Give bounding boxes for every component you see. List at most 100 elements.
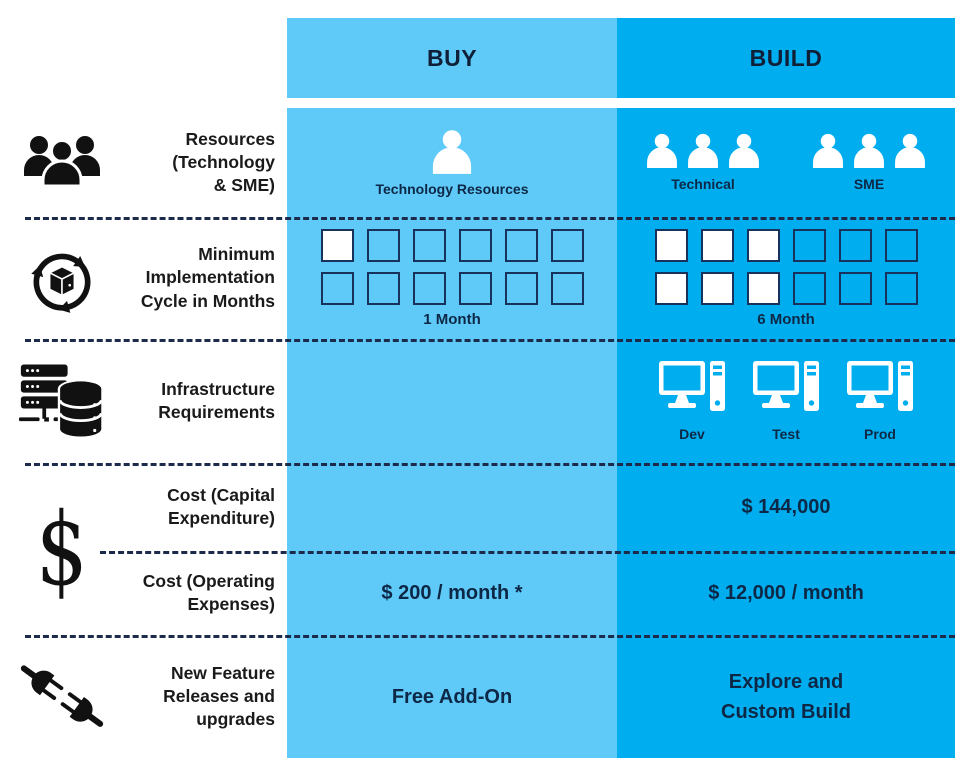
person-group: SME — [809, 133, 929, 192]
environment-computer: Prod — [847, 360, 913, 442]
environment-label: Prod — [864, 425, 896, 442]
row-implementation: Minimum Implementation Cycle in Months 1… — [0, 217, 980, 339]
month-square-filled — [654, 228, 688, 262]
build-header-background — [617, 18, 955, 98]
month-squares-grid — [654, 228, 918, 305]
label-line: Infrastructure — [161, 378, 275, 399]
label-line: Resources — [185, 128, 276, 149]
buy-infrastructure-cell — [287, 339, 617, 463]
computer-icon — [753, 360, 819, 411]
buy-months-caption: 1 Month — [423, 310, 481, 328]
row-resources: Resources (Technology & SME) Technology … — [0, 108, 980, 217]
label-line: Expenses) — [187, 594, 275, 614]
buy-implementation-cell: 1 Month — [287, 217, 617, 339]
month-square-empty — [412, 228, 446, 262]
label-line: Cost (Capital — [167, 484, 275, 505]
people-group-icon — [8, 108, 116, 217]
label-line: Requirements — [158, 402, 275, 422]
month-square-empty — [458, 228, 492, 262]
row-label-implementation: Minimum Implementation Cycle in Months — [112, 217, 275, 339]
build-capex-cell: $ 144,000 — [617, 463, 955, 551]
dollar-glyph: $ — [35, 491, 89, 608]
build-features-cell: Explore and Custom Build — [617, 635, 955, 758]
month-square-filled — [700, 271, 734, 305]
month-square-empty — [884, 228, 918, 262]
month-square-empty — [366, 271, 400, 305]
build-features-line: Custom Build — [721, 700, 851, 723]
person-row — [809, 133, 929, 168]
label-line: Releases and — [163, 685, 275, 706]
month-square-empty — [792, 271, 826, 305]
build-column-title: BUILD — [749, 44, 823, 71]
label-line: Minimum — [198, 244, 275, 265]
buy-column-title: BUY — [426, 44, 478, 71]
label-line: upgrades — [196, 709, 275, 730]
build-implementation-cell: 6 Month — [617, 217, 955, 339]
row-separator-dashed — [25, 463, 955, 466]
month-square-empty — [550, 271, 584, 305]
row-label-infrastructure: Infrastructure Requirements — [112, 339, 275, 463]
label-line: Expenditure) — [168, 508, 275, 528]
build-capex-value: $ 144,000 — [741, 496, 831, 518]
month-square-empty — [504, 271, 538, 305]
build-resources-cell: Technical SME — [617, 108, 955, 217]
month-squares-grid — [320, 228, 584, 305]
month-square-empty — [792, 228, 826, 262]
server-database-icon — [8, 339, 116, 463]
build-features-line: Explore and — [728, 670, 844, 693]
row-label-resources: Resources (Technology & SME) — [112, 108, 275, 217]
row-separator-dashed — [100, 551, 955, 554]
month-square-empty — [838, 271, 872, 305]
label-line: Cycle in Months — [140, 290, 275, 311]
label-line: Implementation — [145, 267, 275, 288]
buy-resources-cell: Technology Resources — [287, 108, 617, 217]
environment-computers: Dev Test Prod — [659, 360, 913, 442]
build-months-caption: 6 Month — [757, 310, 815, 328]
build-column-background — [617, 108, 955, 758]
month-square-filled — [746, 271, 780, 305]
row-label-opex: Cost (Operating Expenses) — [112, 551, 275, 635]
row-features: New Feature Releases and upgrades Free A… — [0, 635, 980, 758]
buy-resources-caption: Technology Resources — [375, 180, 529, 197]
person-icon — [729, 133, 759, 168]
single-person-icon — [432, 129, 472, 174]
month-square-empty — [366, 228, 400, 262]
month-square-empty — [550, 228, 584, 262]
person-icon — [647, 133, 677, 168]
environment-computer: Test — [753, 360, 819, 442]
person-group: Technical — [643, 133, 763, 192]
month-square-filled — [746, 228, 780, 262]
month-square-empty — [458, 271, 492, 305]
row-separator-dashed — [25, 339, 955, 342]
person-group-label: SME — [853, 176, 885, 192]
release-cycle-icon — [8, 217, 116, 339]
build-infrastructure-cell: Dev Test Prod — [617, 339, 955, 463]
month-square-filled — [654, 271, 688, 305]
month-square-filled — [320, 228, 354, 262]
unplugged-connector-icon — [8, 635, 116, 758]
month-square-empty — [504, 228, 538, 262]
person-group-label: Technical — [671, 176, 735, 192]
buy-opex-value: $ 200 / month * — [381, 582, 523, 604]
person-row — [643, 133, 763, 168]
month-square-empty — [884, 271, 918, 305]
computer-icon — [847, 360, 913, 411]
person-icon — [854, 133, 884, 168]
computer-icon — [659, 360, 725, 411]
build-opex-cell: $ 12,000 / month — [617, 551, 955, 635]
buy-capex-cell — [287, 463, 617, 551]
environment-label: Dev — [679, 425, 705, 442]
month-square-empty — [838, 228, 872, 262]
buy-opex-cell: $ 200 / month * — [287, 551, 617, 635]
build-opex-value: $ 12,000 / month — [708, 582, 864, 604]
row-label-capex: Cost (Capital Expenditure) — [112, 463, 275, 551]
person-icon — [813, 133, 843, 168]
person-groups: Technical SME — [643, 133, 929, 192]
row-separator-dashed — [25, 217, 955, 220]
label-line: & SME) — [213, 175, 275, 196]
environment-label: Test — [772, 425, 800, 442]
month-square-filled — [700, 228, 734, 262]
row-opex: Cost (Operating Expenses) $ 200 / month … — [0, 551, 980, 635]
row-infrastructure: Infrastructure Requirements Dev Test Prod — [0, 339, 980, 463]
